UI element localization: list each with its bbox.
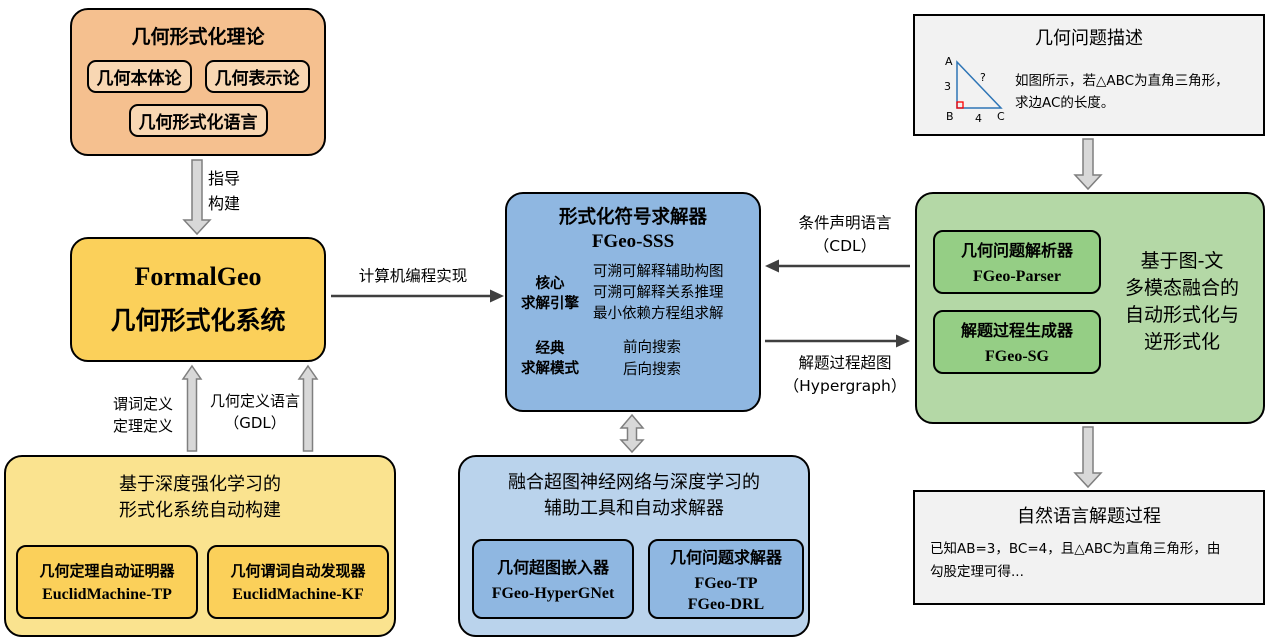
formalgeo-name: FormalGeo [134, 262, 262, 291]
cdl-arrow-label: 条件声明语言 （CDL） [798, 214, 892, 255]
triangle-figure: A 3 B 4 C ? [944, 55, 1005, 125]
problem-solver-label: 几何问题求解器 [669, 547, 782, 567]
drl-construction-box: 基于深度强化学习的 形式化系统自动构建 几何定理自动证明器 EuclidMach… [4, 455, 396, 637]
euclidmachine-tp-box: 几何定理自动证明器 EuclidMachine-TP [16, 545, 198, 619]
theory-item-formal-language: 几何形式化语言 [128, 104, 268, 137]
vertex-c-label: C [997, 110, 1005, 123]
theory-title: 几何形式化理论 [131, 26, 265, 48]
kf-name: EuclidMachine-KF [232, 586, 364, 603]
hypotenuse-label: ? [980, 71, 986, 84]
guide-construct-arrow [182, 159, 212, 236]
gdl-label: 几何定义语言 （GDL） [209, 392, 300, 432]
tp-label: 几何定理自动证明器 [39, 562, 175, 580]
sss-solver-box: 形式化符号求解器 FGeo-SSS 核心 求解引擎 可溯可解释辅助构图 可溯可解… [505, 192, 761, 412]
predicate-definition-up-arrow [181, 364, 203, 452]
theory-row-2: 几何形式化语言 [128, 104, 268, 137]
sss-nn-double-arrow [619, 413, 645, 454]
triangle-shape [956, 60, 1003, 109]
compile-arrow [331, 289, 504, 303]
fgeo-sg-box: 解题过程生成器 FGeo-SG [933, 310, 1101, 374]
sg-label: 解题过程生成器 [960, 321, 1073, 340]
hypergraph-arrow [765, 334, 910, 348]
problem-description-box: 几何问题描述 A 3 B 4 C ? 如图所示，若△ABC为直角三角形， 求边A… [913, 14, 1265, 136]
formalgeo-box: FormalGeo 几何形式化系统 [70, 237, 326, 362]
hypergnet-name: FGeo-HyperGNet [491, 585, 615, 602]
sss-core-engine-row: 核心 求解引擎 可溯可解释辅助构图 可溯可解释关系推理 最小依赖方程组求解 [507, 262, 759, 325]
gdl-up-arrow [297, 364, 319, 452]
theory-box: 几何形式化理论 几何本体论 几何表示论 几何形式化语言 [70, 8, 326, 156]
theory-item-ontology: 几何本体论 [86, 60, 192, 93]
guide-construct-label: 指导 构建 [208, 169, 241, 213]
hypergnet-box: 几何超图嵌入器 FGeo-HyperGNet [472, 539, 634, 619]
hypergnet-label: 几何超图嵌入器 [496, 558, 609, 577]
parser-name: FGeo-Parser [973, 268, 1061, 285]
sss-classic-mode-row: 经典 求解模式 前向搜索 后向搜索 [507, 337, 759, 381]
problem-to-multimodal-arrow [1073, 138, 1103, 191]
problem-solver-box: 几何问题求解器 FGeo-TP FGeo-DRL [648, 539, 804, 619]
answer-title: 自然语言解题过程 [1017, 506, 1161, 527]
theory-row-1: 几何本体论 几何表示论 [86, 60, 310, 93]
core-engine-label: 核心 求解引擎 [521, 275, 579, 312]
nn-tools-box: 融合超图神经网络与深度学习的 辅助工具和自动求解器 几何超图嵌入器 FGeo-H… [458, 455, 810, 637]
sss-title: 形式化符号求解器 [558, 207, 707, 228]
problem-solver-names: FGeo-TP FGeo-DRL [687, 574, 765, 613]
right-angle-marker [956, 101, 964, 109]
answer-box: 自然语言解题过程 已知AB=3，BC=4，且△ABC为直角三角形，由 勾股定理可… [913, 490, 1265, 605]
cdl-arrow [765, 259, 910, 273]
fgeo-parser-box: 几何问题解析器 FGeo-Parser [933, 230, 1101, 294]
side-4-label: 4 [975, 112, 982, 125]
multimodal-box: 几何问题解析器 FGeo-Parser 解题过程生成器 FGeo-SG 基于图-… [915, 192, 1265, 424]
side-3-label: 3 [944, 80, 951, 93]
core-engine-features: 可溯可解释辅助构图 可溯可解释关系推理 最小依赖方程组求解 [593, 264, 724, 322]
vertex-a-label: A [945, 55, 953, 68]
formalgeo-title: 几何形式化系统 [110, 306, 286, 335]
predicate-definition-label: 谓词定义 定理定义 [112, 395, 173, 435]
nn-title: 融合超图神经网络与深度学习的 辅助工具和自动求解器 [508, 472, 760, 519]
sss-name: FGeo-SSS [591, 231, 675, 252]
parser-label: 几何问题解析器 [960, 241, 1073, 260]
theory-item-representation: 几何表示论 [204, 60, 310, 93]
compile-arrow-label: 计算机编程实现 [358, 267, 468, 285]
sg-name: FGeo-SG [985, 348, 1049, 365]
multimodal-to-answer-arrow [1073, 426, 1103, 489]
problem-title: 几何问题描述 [1035, 28, 1143, 49]
problem-description-text: 如图所示，若△ABC为直角三角形， 求边AC的长度。 [1015, 73, 1229, 111]
kf-label: 几何谓词自动发现器 [230, 562, 366, 580]
classic-mode-label: 经典 求解模式 [521, 341, 579, 377]
tp-name: EuclidMachine-TP [42, 586, 172, 603]
multimodal-title: 基于图-文 多模态融合的 自动形式化与 逆形式化 [1124, 250, 1239, 353]
drl-title: 基于深度强化学习的 形式化系统自动构建 [119, 474, 281, 521]
euclidmachine-kf-box: 几何谓词自动发现器 EuclidMachine-KF [207, 545, 389, 619]
vertex-b-label: B [946, 110, 954, 123]
classic-mode-features: 前向搜索 后向搜索 [623, 340, 681, 378]
answer-description-text: 已知AB=3，BC=4，且△ABC为直角三角形，由 勾股定理可得... [930, 541, 1221, 580]
hypergraph-arrow-label: 解题过程超图 （Hypergraph） [783, 354, 907, 395]
